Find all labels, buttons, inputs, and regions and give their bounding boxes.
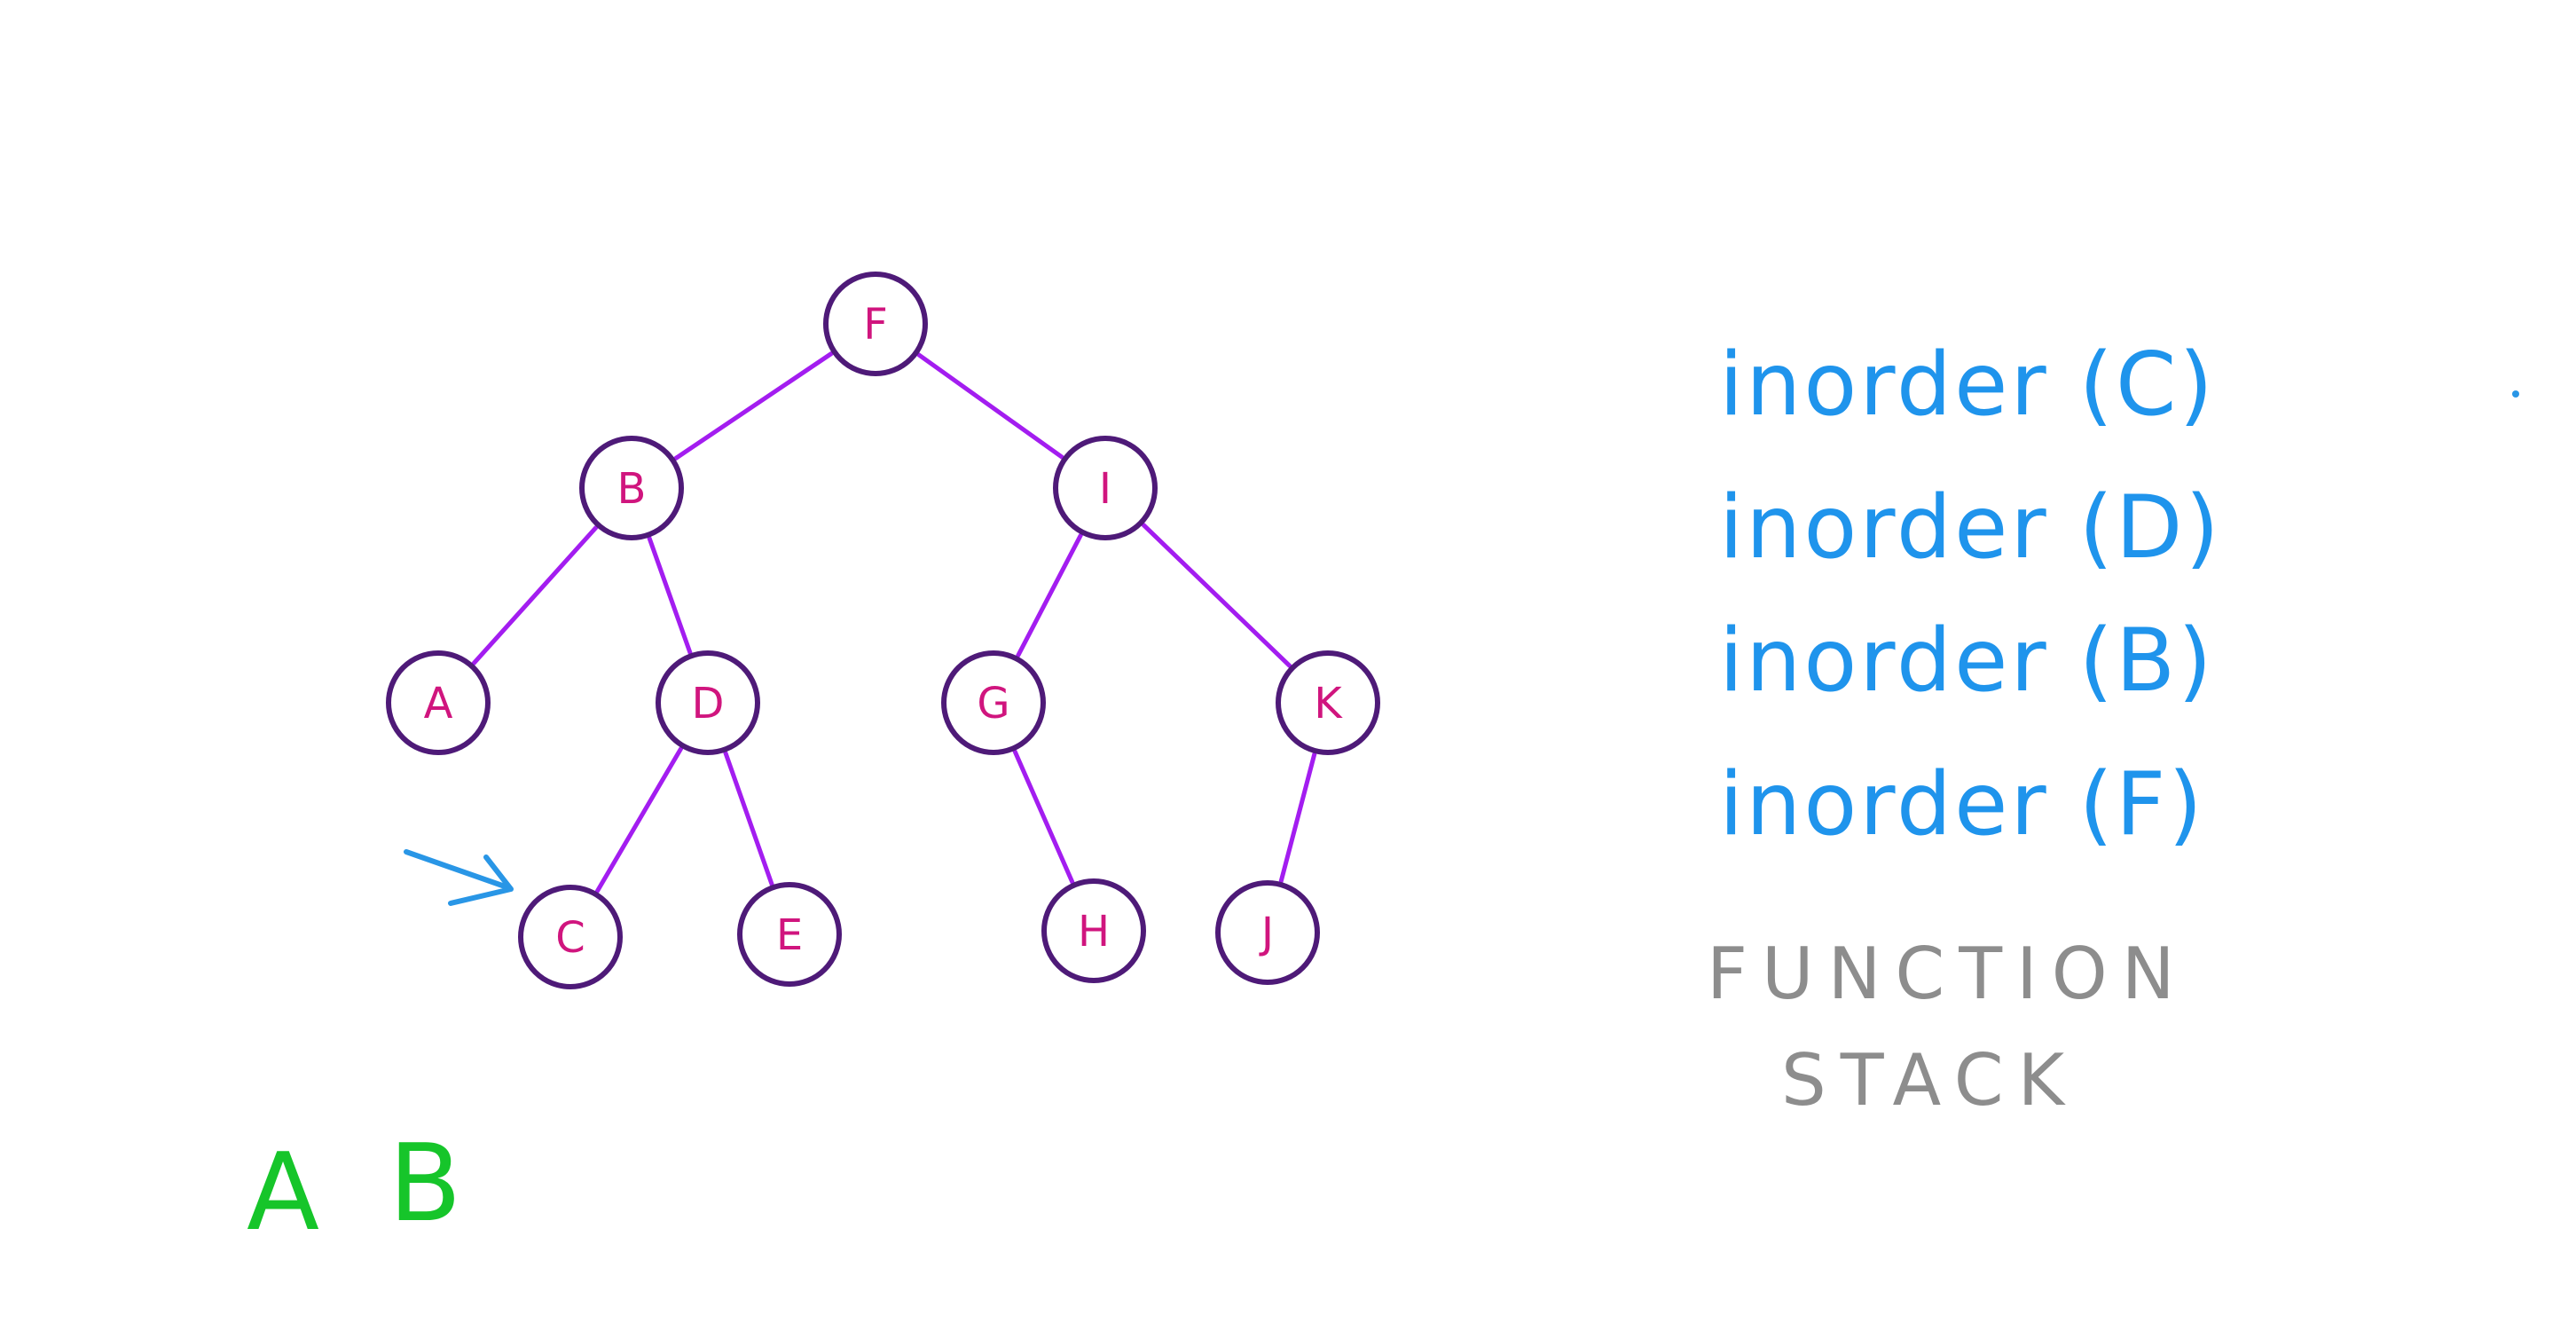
node-label: E: [776, 910, 803, 960]
tree-node-k: K: [1276, 650, 1380, 755]
visited-item-1: B: [389, 1122, 461, 1246]
tree-node-h: H: [1041, 878, 1146, 983]
edge-f-b: [673, 350, 834, 461]
tree-node-e: E: [737, 882, 842, 987]
node-circle: [823, 272, 928, 376]
tree-node-g: G: [941, 650, 1046, 755]
node-circle: [579, 436, 684, 540]
edge-b-a: [471, 525, 599, 666]
node-circle: [1041, 878, 1146, 983]
stack-item-0: inorder (C): [1719, 335, 2216, 436]
stack-caption-line2: STACK: [1781, 1039, 2078, 1122]
stack-item-1: inorder (D): [1719, 477, 2222, 579]
edge-i-g: [1016, 532, 1083, 658]
tree-nodes: F B I A D G K C E H J: [386, 272, 1380, 989]
tree-edges: [471, 350, 1317, 894]
node-label: H: [1078, 907, 1110, 957]
node-circle: [518, 885, 623, 989]
node-label: J: [1259, 909, 1274, 958]
node-label: G: [977, 679, 1009, 729]
tree-node-c: C: [518, 885, 623, 989]
node-circle: [1276, 650, 1380, 755]
edge-b-d: [647, 536, 693, 655]
node-circle: [1215, 880, 1320, 985]
edge-g-h: [1012, 749, 1075, 885]
stack-caption-line1: FUNCTION: [1707, 933, 2189, 1015]
edge-d-e: [723, 751, 774, 886]
edge-k-j: [1278, 752, 1317, 884]
stack-item-3: inorder (F): [1719, 754, 2205, 855]
node-label: A: [424, 679, 453, 729]
function-stack: inorder (C) inorder (D) inorder (B) inor…: [1707, 335, 2519, 1122]
node-label: K: [1314, 679, 1343, 729]
node-label: C: [555, 913, 585, 963]
node-label: F: [863, 300, 888, 350]
stray-dot: [2512, 390, 2519, 398]
node-label: I: [1099, 464, 1111, 514]
node-circle: [1053, 436, 1158, 540]
node-circle: [941, 650, 1046, 755]
edge-f-i: [916, 352, 1064, 460]
node-circle: [656, 650, 760, 755]
tree-node-j: J: [1215, 880, 1320, 985]
node-label: B: [617, 464, 647, 514]
edge-d-c: [594, 746, 684, 894]
tree-node-a: A: [386, 650, 491, 755]
tree-node-d: D: [656, 650, 760, 755]
tree-node-b: B: [579, 436, 684, 540]
visited-output: A B: [247, 1122, 461, 1255]
tree-node-f: F: [823, 272, 928, 376]
node-label: D: [692, 679, 725, 729]
current-node-arrow-icon: [404, 849, 514, 906]
node-circle: [386, 650, 491, 755]
tree-node-i: I: [1053, 436, 1158, 540]
node-circle: [737, 882, 842, 987]
edge-i-k: [1141, 523, 1292, 668]
stack-item-2: inorder (B): [1719, 610, 2215, 712]
visited-item-0: A: [247, 1131, 319, 1255]
